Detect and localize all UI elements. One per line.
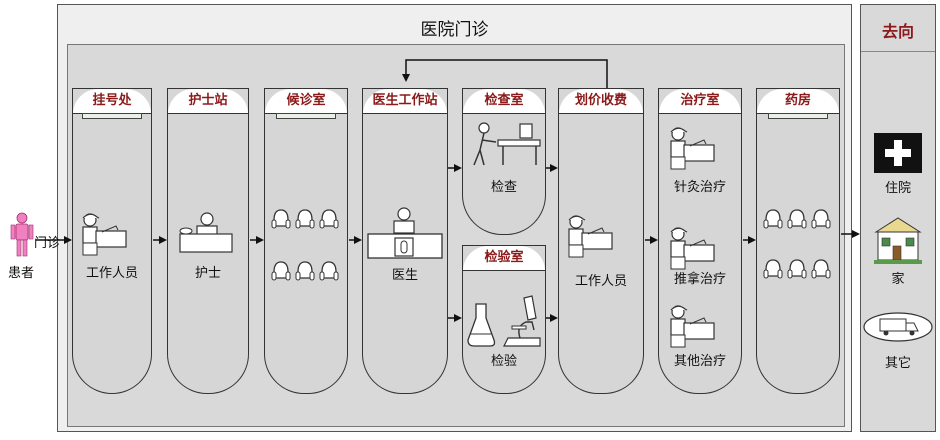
house-icon (874, 217, 922, 264)
station-title: 治疗室 (659, 89, 741, 114)
station-title: 药房 (757, 89, 839, 114)
chair-icon (295, 261, 315, 281)
chair-icon (811, 259, 831, 279)
worker-icon (82, 213, 127, 256)
destination-item: 其它 (884, 356, 911, 371)
person-label: 医生 (391, 268, 418, 283)
counter-bar (276, 113, 336, 119)
person-label: 工作人员 (574, 274, 627, 289)
station-title: 划价收费 (559, 89, 643, 114)
person-label: 检查 (490, 180, 517, 195)
lab-icon (467, 295, 541, 347)
diagram-title: 医院门诊 (420, 20, 489, 40)
flow-arrows (36, 59, 860, 322)
worker-icon (568, 215, 613, 258)
chair-icon (271, 261, 291, 281)
treatment-item: 推拿治疗 (673, 272, 726, 287)
chair-icon (295, 209, 315, 229)
treatment-item: 其他治疗 (673, 354, 726, 369)
chair-icon (787, 259, 807, 279)
massage-icon (670, 227, 715, 270)
person-label: 检验 (490, 354, 517, 369)
truck-icon (863, 312, 933, 342)
chair-icon (763, 259, 783, 279)
patient-label: 患者 (8, 266, 35, 281)
patient-icon (10, 212, 34, 257)
destination-item: 家 (891, 272, 905, 287)
nurse-icon (179, 212, 233, 253)
acupuncture-icon (670, 127, 715, 170)
chair-icon (787, 209, 807, 229)
exam-icon (473, 122, 541, 166)
station-title: 挂号处 (73, 89, 151, 114)
station-title: 检验室 (463, 246, 545, 271)
person-label: 工作人员 (85, 266, 138, 281)
destination-divider (861, 51, 935, 52)
person-label: 护士 (194, 266, 221, 281)
therapy-icon (670, 305, 715, 348)
hospital-cross-icon (874, 133, 922, 173)
chair-icon (319, 209, 339, 229)
chair-icon (319, 261, 339, 281)
destination-item: 住院 (884, 181, 911, 196)
treatment-item: 针灸治疗 (673, 180, 726, 195)
station-pharmacy: 药房 (756, 88, 840, 394)
doctor-icon (367, 207, 443, 259)
counter-bar (82, 113, 142, 119)
station-title: 护士站 (168, 89, 248, 114)
chair-icon (271, 209, 291, 229)
station-title: 候诊室 (265, 89, 347, 114)
station-waiting-room: 候诊室 (264, 88, 348, 394)
station-title: 医生工作站 (363, 89, 447, 114)
destination-title: 去向 (881, 22, 914, 41)
chair-icon (811, 209, 831, 229)
counter-bar (768, 113, 828, 119)
entry-label: 门诊 (34, 236, 61, 251)
station-title: 检查室 (463, 89, 545, 114)
chair-icon (763, 209, 783, 229)
